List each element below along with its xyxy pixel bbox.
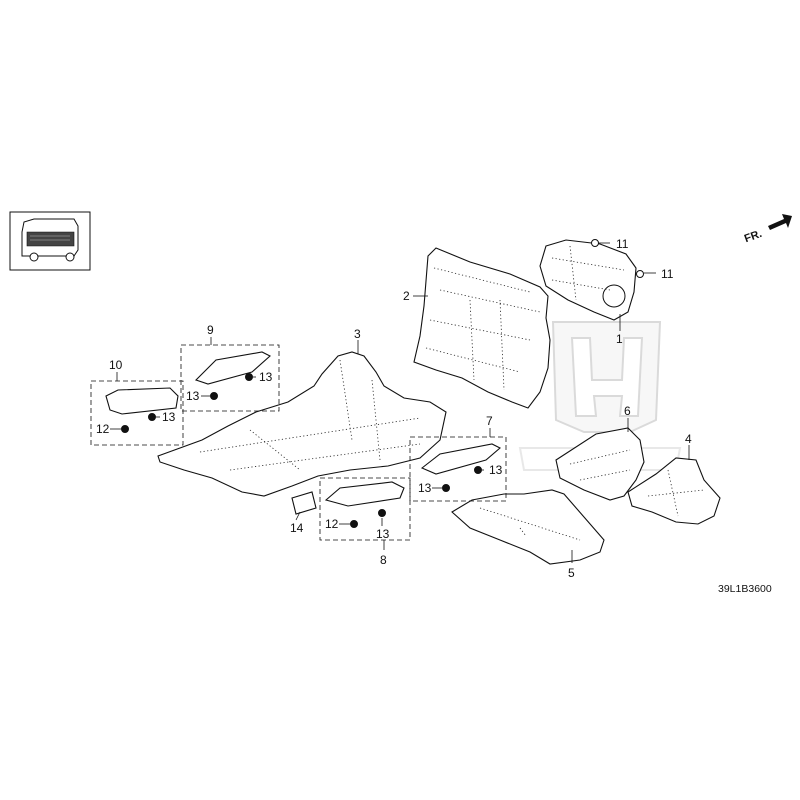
callout-10: 10 <box>109 358 123 372</box>
part-6-side-insulator <box>555 427 645 501</box>
callout-5: 5 <box>568 566 575 580</box>
callout-11a: 11 <box>616 237 629 251</box>
callout-13f: 13 <box>489 463 503 477</box>
front-arrow-icon: FR. <box>743 214 792 245</box>
part-4-tunnel-insulator <box>627 457 721 525</box>
callout-13a: 13 <box>162 410 176 424</box>
callout-13e: 13 <box>418 481 432 495</box>
group-10-box <box>90 380 184 446</box>
callout-7: 7 <box>486 414 493 428</box>
callout-12b: 12 <box>325 517 339 531</box>
part-14-pad <box>291 491 317 515</box>
callout-9: 9 <box>207 323 214 337</box>
clip-11-fasteners <box>591 239 644 278</box>
callout-14: 14 <box>290 521 304 535</box>
callout-13c: 13 <box>186 389 200 403</box>
callout-6: 6 <box>624 404 631 418</box>
callouts: 11 11 2 1 3 9 10 6 4 7 5 8 14 13 12 13 1… <box>96 237 692 580</box>
front-label: FR. <box>743 228 764 245</box>
callout-13b: 13 <box>259 370 273 384</box>
leader-lines <box>110 242 690 563</box>
part-2-dash-insulator <box>413 247 551 409</box>
callout-11b: 11 <box>661 267 674 281</box>
callout-8: 8 <box>380 553 387 567</box>
callout-12a: 12 <box>96 422 110 436</box>
callout-2: 2 <box>403 289 410 303</box>
part-3-floor-carpet <box>157 351 447 497</box>
callout-4: 4 <box>685 432 692 446</box>
part-1-outer-insulator <box>539 239 637 321</box>
group-8-box <box>319 477 411 541</box>
callout-3: 3 <box>354 327 361 341</box>
callout-13d: 13 <box>376 527 390 541</box>
group-7-box <box>409 436 507 502</box>
diagram-code: 39L1B3600 <box>718 583 772 595</box>
vehicle-thumbnail <box>9 211 91 271</box>
group-9-box <box>180 344 280 412</box>
callout-1: 1 <box>616 332 623 346</box>
part-5-rear-mat <box>451 489 605 565</box>
